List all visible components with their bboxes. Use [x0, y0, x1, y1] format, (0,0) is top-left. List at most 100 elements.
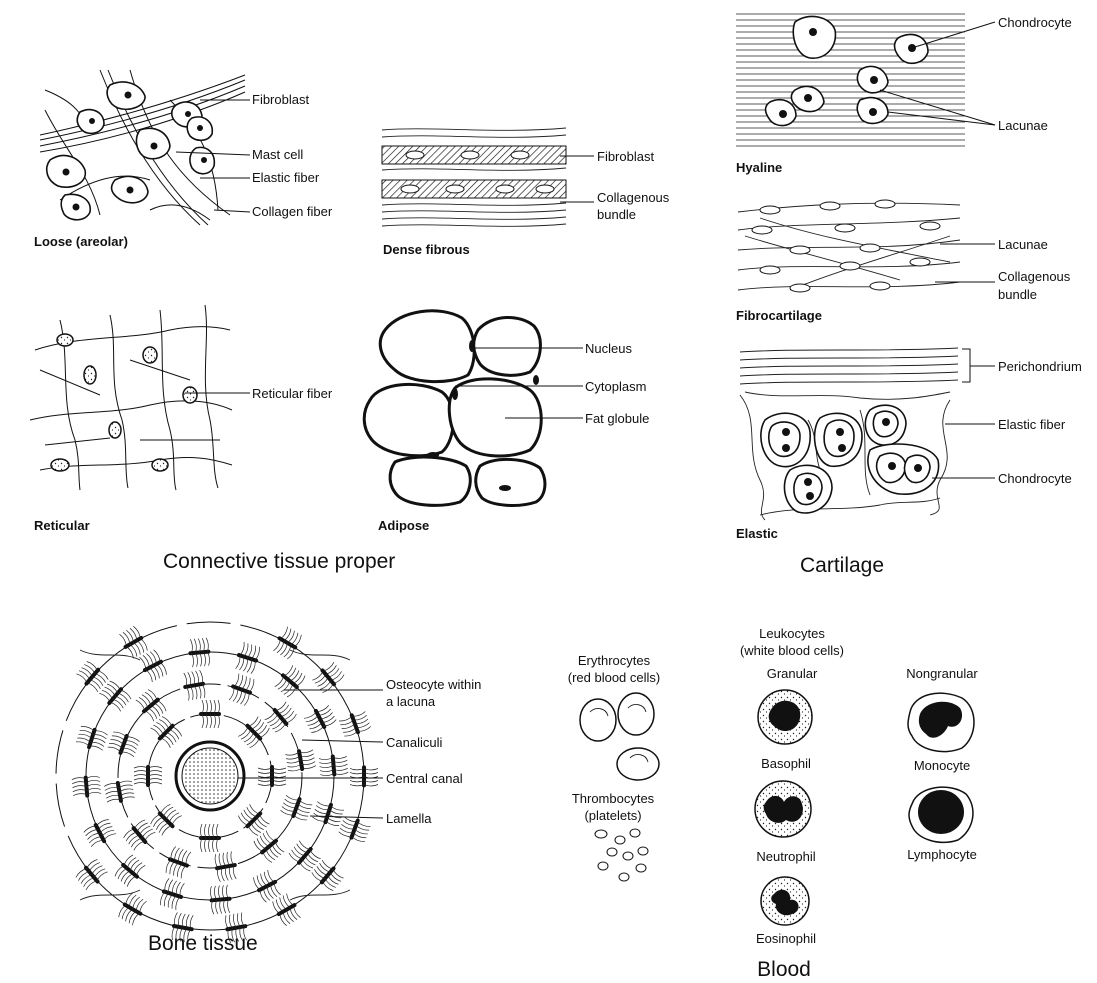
fibrocartilage-fibers	[738, 203, 960, 290]
osteocyte	[76, 860, 108, 890]
osteocyte	[289, 841, 321, 871]
eosinophil-cell	[761, 877, 809, 925]
fibrocartilage-panel: Lacunae Collagenous bundle Fibrocartilag…	[736, 200, 1071, 323]
label-osteocyte: Osteocyte within	[386, 677, 481, 692]
label-elastic-chondrocyte: Chondrocyte	[998, 471, 1072, 486]
osteocyte	[273, 627, 301, 659]
osteocyte	[312, 860, 344, 890]
osteocyte	[115, 855, 145, 887]
title-reticular: Reticular	[34, 518, 90, 533]
osteocyte	[104, 781, 134, 802]
osteocyte	[76, 662, 108, 692]
label-dense-bundle: bundle	[597, 207, 636, 222]
title-fibrocartilage: Fibrocartilage	[736, 308, 822, 323]
perichondrium-layer	[740, 348, 958, 384]
group-title-connective: Connective tissue proper	[163, 550, 395, 573]
osteocyte	[151, 804, 182, 835]
title-adipose: Adipose	[378, 518, 429, 533]
osteocyte	[236, 642, 260, 674]
hyaline-cells	[766, 16, 929, 125]
elastic-chondrocytes	[761, 405, 939, 513]
osteocyte	[312, 802, 344, 826]
label-dense-collagenous: Collagenous	[597, 190, 670, 205]
label-neutrophil: Neutrophil	[756, 849, 815, 864]
label-elastic-elastic-fiber: Elastic fiber	[998, 417, 1066, 432]
label-hyaline-lacunae: Lacunae	[998, 118, 1048, 133]
osteocyte	[281, 795, 313, 820]
group-title-cartilage: Cartilage	[800, 554, 884, 577]
label-nucleus: Nucleus	[585, 341, 632, 356]
label-elastic-fiber: Elastic fiber	[252, 170, 320, 185]
osteocyte	[339, 712, 371, 737]
label-fibro-bundle: bundle	[998, 287, 1037, 302]
osteocyte	[254, 870, 281, 902]
label-platelets: (platelets)	[584, 808, 641, 823]
osteocyte	[184, 670, 205, 700]
reticular-panel: Reticular fiber Reticular	[30, 305, 333, 533]
osteocyte	[285, 750, 315, 771]
osteocyte	[350, 767, 378, 786]
label-fibro-lacunae: Lacunae	[998, 237, 1048, 252]
title-hyaline: Hyaline	[736, 160, 782, 175]
osteocyte	[339, 817, 371, 842]
title-elastic: Elastic	[736, 526, 778, 541]
osteocyte	[166, 847, 191, 879]
neutrophil-cell	[755, 781, 811, 837]
adipose-cells	[364, 311, 545, 506]
label-white-blood-cells: (white blood cells)	[740, 643, 844, 658]
label-nongranular: Nongranular	[906, 666, 978, 681]
label-hyaline-chondrocyte: Chondrocyte	[998, 15, 1072, 30]
label-central-canal: Central canal	[386, 771, 463, 786]
reticular-cells	[51, 334, 197, 471]
lymphocyte-cell	[909, 787, 973, 842]
label-reticular-fiber: Reticular fiber	[252, 386, 333, 401]
label-leukocytes: Leukocytes	[759, 626, 825, 641]
osteocyte	[120, 626, 148, 658]
label-a-lacuna: a lacuna	[386, 694, 436, 709]
elastic-cartilage-panel: Perichondrium Elastic fiber Chondrocyte …	[736, 348, 1082, 541]
title-dense-fibrous: Dense fibrous	[383, 242, 470, 257]
monocyte-cell	[908, 693, 974, 751]
dense-fibrous-panel: Fibroblast Collagenous bundle Dense fibr…	[382, 128, 670, 257]
label-fibroblast: Fibroblast	[252, 92, 309, 107]
osteocyte	[108, 732, 140, 757]
osteocyte	[119, 893, 147, 925]
label-perichondrium: Perichondrium	[998, 359, 1082, 374]
loose-cells	[47, 82, 215, 220]
loose-areolar-panel: Fibroblast Mast cell Elastic fiber Colla…	[34, 70, 333, 249]
hyaline-matrix-lines	[736, 14, 965, 146]
label-canaliculi: Canaliculi	[386, 735, 442, 750]
osteocyte	[72, 776, 101, 795]
label-cytoplasm: Cytoplasm	[585, 379, 646, 394]
osteocyte	[139, 650, 166, 682]
label-fat-globule: Fat globule	[585, 411, 649, 426]
osteocyte	[275, 665, 305, 697]
osteocyte	[229, 674, 254, 706]
label-eosinophil: Eosinophil	[756, 931, 816, 946]
platelet-cells	[595, 829, 648, 881]
osteocyte	[304, 705, 336, 732]
label-erythrocytes: Erythrocytes	[578, 653, 651, 668]
label-mast-cell: Mast cell	[252, 147, 303, 162]
osteocyte	[99, 681, 131, 711]
osteocyte	[190, 638, 209, 667]
label-lamella: Lamella	[386, 811, 432, 826]
title-loose-areolar: Loose (areolar)	[34, 234, 128, 249]
osteocyte	[258, 767, 286, 786]
osteocyte	[215, 851, 236, 881]
label-dense-fibroblast: Fibroblast	[597, 149, 654, 164]
osteocyte	[161, 878, 185, 910]
label-basophil: Basophil	[761, 756, 811, 771]
label-fibro-collagenous: Collagenous	[998, 269, 1071, 284]
osteocyte	[201, 824, 220, 852]
erythrocyte-cells	[580, 693, 659, 780]
osteocyte	[84, 820, 116, 847]
dense-fibers	[382, 128, 566, 226]
label-red-blood-cells: (red blood cells)	[568, 670, 661, 685]
group-title-blood: Blood	[757, 958, 811, 981]
osteocyte	[151, 717, 182, 748]
bone-panel: Osteocyte within a lacuna Canaliculi Cen…	[56, 622, 481, 943]
label-collagen-fiber: Collagen fiber	[252, 204, 333, 219]
osteocyte	[210, 885, 229, 914]
